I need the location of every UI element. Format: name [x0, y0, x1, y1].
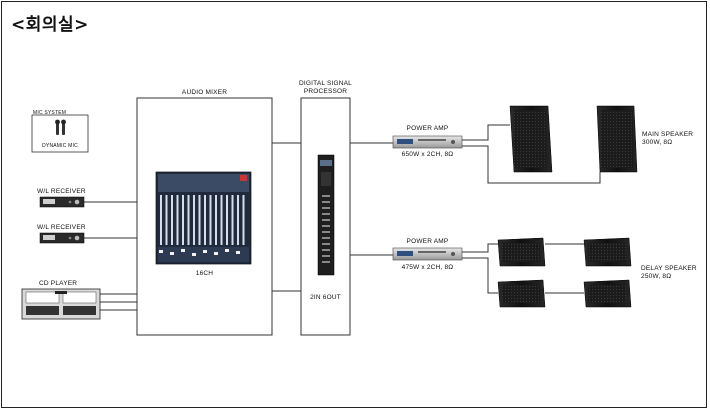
wl-receiver-2-label: W/L RECEIVER — [37, 224, 86, 231]
delay-speaker-2 — [583, 237, 632, 267]
main-speaker-spec: 300W, 8Ω — [642, 139, 673, 146]
power-amp-1 — [392, 135, 463, 149]
cd-player — [21, 288, 101, 320]
main-speaker-label: MAIN SPEAKER — [642, 131, 694, 138]
power-amp-2-label: POWER AMP — [406, 238, 449, 245]
digital-signal-processor — [300, 97, 351, 336]
mic-system-heading: MIC SYSTEM — [33, 110, 67, 116]
main-speaker-left — [509, 105, 553, 173]
page-title: <회의실> — [11, 15, 89, 35]
delay-speaker-1 — [497, 237, 546, 267]
dsp-caption: 2IN 6OUT — [310, 294, 341, 301]
audio-mixer-caption: 16CH — [195, 270, 214, 277]
dynamic-mic-icon — [55, 119, 66, 135]
power-amp-1-label: POWER AMP — [406, 125, 449, 132]
main-speaker-right — [596, 105, 638, 173]
delay-speaker-spec: 250W, 8Ω — [641, 273, 672, 280]
wl-receiver-2 — [39, 232, 85, 244]
power-amp-1-spec: 650W x 2CH, 8Ω — [401, 151, 454, 158]
wl-receiver-1-label: W/L RECEIVER — [37, 188, 86, 195]
dsp-label-line2: PROCESSOR — [303, 88, 348, 95]
audio-mixer — [136, 97, 273, 336]
mic-system — [31, 114, 89, 153]
cd-player-label: CD PLAYER — [39, 280, 78, 287]
signal-cables — [84, 124, 601, 311]
dynamic-mic-caption: DYNAMIC MIC — [42, 143, 78, 149]
wl-receiver-1 — [39, 196, 85, 208]
audio-mixer-label: AUDIO MIXER — [181, 89, 228, 96]
delay-speaker-label: DELAY SPEAKER — [641, 265, 697, 272]
delay-speaker-4 — [583, 279, 632, 308]
mixer-icon — [155, 171, 252, 265]
power-amp-2-spec: 475W x 2CH, 8Ω — [401, 264, 454, 271]
dsp-label-line1: DIGITAL SIGNAL — [298, 80, 352, 87]
power-amp-2 — [392, 247, 463, 261]
delay-speaker-3 — [497, 279, 546, 308]
